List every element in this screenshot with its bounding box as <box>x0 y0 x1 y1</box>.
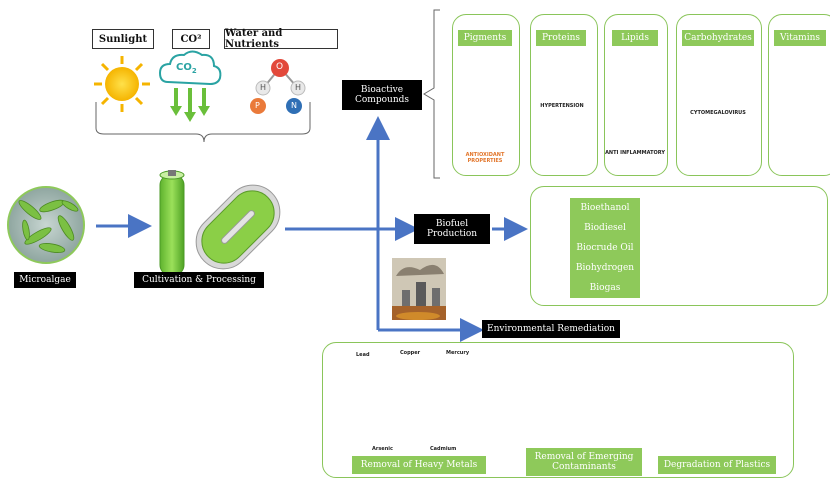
atom-n: N <box>291 101 297 110</box>
heavy-metals-tag: Removal of Heavy Metals <box>352 456 486 474</box>
water-nutrients-label: Water and Nutrients <box>224 28 338 50</box>
vitamin-letter-e: E <box>805 137 811 144</box>
vitamin-letter-c: C <box>811 121 817 128</box>
lipid-badge-dha: DHA <box>624 66 637 72</box>
antibacterial-caption: ANTIBACTERIAL <box>544 137 580 142</box>
lipids-heading: Lipids <box>612 30 658 46</box>
proteins-heading: Proteins <box>536 30 586 46</box>
hypertension-caption: HYPERTENSION <box>540 103 584 109</box>
atom-p: P <box>255 101 260 110</box>
vitamin-letter-b: B <box>797 115 803 122</box>
carbohydrates-heading: Carbohydrates <box>682 30 754 46</box>
lipid-badge-epa: EPA <box>612 82 624 88</box>
bioactive-brace <box>423 9 440 179</box>
biofuel-node: Biofuel Production <box>414 214 490 244</box>
microalgae-node: Microalgae <box>14 272 76 288</box>
atom-o: O <box>276 62 284 72</box>
biofuel-list: Bioethanol Biodiesel Biocrude Oil Biohyd… <box>570 198 640 298</box>
bioactive-line1: Bioactive <box>360 84 404 95</box>
anti-inflammatory-caption: ANTI INFLAMMATORY <box>605 150 665 156</box>
co2-cloud-icon <box>158 50 222 122</box>
vitamins-heading: Vitamins <box>774 30 826 46</box>
vitamin-letter-k: K <box>819 135 825 142</box>
co2-label: CO² <box>172 29 210 49</box>
biofuel-line2: Production <box>426 229 478 239</box>
cultivation-node: Cultivation & Processing <box>134 272 264 288</box>
biofuel-item: Biocrude Oil <box>576 243 634 253</box>
vitamin-letter-a: A <box>783 123 789 130</box>
atom-h1: H <box>260 83 267 92</box>
biofuel-line1: Biofuel <box>435 218 469 229</box>
co2-symbol: CO2 <box>176 62 197 75</box>
arsenic-label: Arsenic <box>372 446 393 452</box>
co2-symbol-sub: 2 <box>191 67 197 75</box>
biofuel-item: Biogas <box>589 283 621 293</box>
photobioreactor-tube <box>159 170 185 276</box>
factory-pollution-image <box>392 258 446 320</box>
atom-h2: H <box>295 83 302 92</box>
copper-label: Copper <box>400 350 421 356</box>
input-brace <box>95 102 311 143</box>
emerging-contaminants-tag: Removal of Emerging Contaminants <box>526 448 642 476</box>
biofuel-item: Biohydrogen <box>575 263 635 273</box>
biofuel-item: Bioethanol <box>580 203 630 213</box>
water-nutrient-icon <box>250 59 306 114</box>
sunlight-label: Sunlight <box>92 29 154 49</box>
environmental-node: Environmental Remediation <box>482 320 620 338</box>
plastics-tag: Degradation of Plastics <box>658 456 776 474</box>
antioxidant-caption: ANTIOXIDANT PROPERTIES <box>465 152 505 164</box>
co2-symbol-text: CO <box>176 62 192 73</box>
h2-label: H₂ <box>783 208 792 216</box>
cadmium-label: Cadmium <box>430 446 457 452</box>
bioactive-node: Bioactive Compounds <box>342 80 422 110</box>
pigments-heading: Pigments <box>458 30 512 46</box>
mercury-label: Mercury <box>446 350 470 356</box>
microalgae-image <box>7 186 85 264</box>
vitamin-letter-d: D <box>789 137 795 144</box>
biofuel-item: Biodiesel <box>584 223 626 233</box>
cytomegalovirus-caption: CYTOMEGALOVIRUS <box>690 110 746 116</box>
sun-icon <box>94 56 150 112</box>
lipid-badge-ara: ARA <box>636 82 648 88</box>
bioactive-line2: Compounds <box>355 95 409 105</box>
raceway-pond <box>195 184 281 270</box>
lead-label: Lead <box>356 352 370 358</box>
